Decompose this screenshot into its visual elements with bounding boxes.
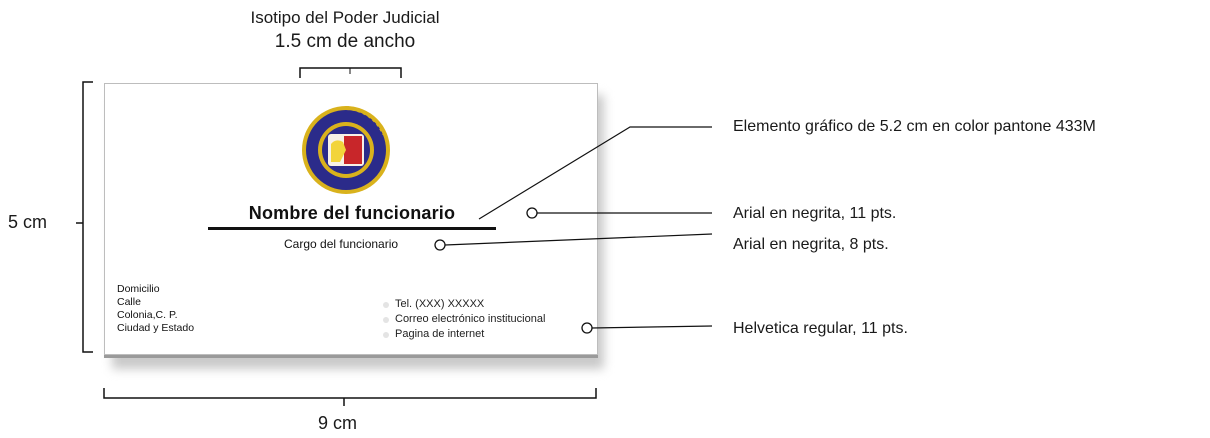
logo-ring-lettering [345, 106, 386, 135]
isotipo-width-label: 1.5 cm de ancho [274, 31, 416, 52]
graphic-element-label: Elemento gráfico de 5.2 cm en color pant… [733, 118, 1096, 135]
name-rule [208, 227, 496, 230]
cargo-font-label: Arial en negrita, 8 pts. [733, 236, 889, 253]
width-label: 9 cm [318, 413, 358, 433]
address-line-ciudad: Ciudad y Estado [117, 322, 195, 334]
contact-font-leader [591, 325, 713, 329]
address-line-calle: Calle [117, 296, 141, 308]
contact-phone: Tel. (XXX) XXXXX [395, 298, 485, 310]
name-font-label: Arial en negrita, 11 pts. [733, 205, 897, 222]
address-line-colonia: Colonia,C. P. [117, 309, 178, 321]
contact-font-label: Helvetica regular, 11 pts. [733, 320, 908, 337]
width-bracket [103, 388, 597, 399]
email-icon [383, 317, 389, 323]
height-label: 5 cm [8, 212, 48, 232]
funcionario-name: Nombre del funcionario [248, 203, 456, 223]
graphic-element-leader [478, 126, 712, 220]
card-bottom-edge [104, 352, 598, 358]
web-icon [383, 332, 389, 338]
logo-yellow-shape [331, 140, 346, 162]
cargo-font-leader [444, 233, 713, 246]
contact-website: Pagina de internet [395, 328, 485, 340]
contact-email: Correo electrónico institucional [395, 313, 546, 325]
isotipo-title-label: Isotipo del Poder Judicial [250, 8, 440, 27]
name-font-marker [526, 207, 538, 219]
poder-judicial-isotipo [302, 106, 390, 194]
contact-font-marker [581, 322, 593, 334]
cargo-font-marker [434, 239, 446, 251]
address-line-domicilio: Domicilio [117, 283, 160, 295]
phone-icon [383, 302, 389, 308]
logo-red-block [344, 136, 362, 164]
funcionario-cargo: Cargo del funcionario [284, 237, 399, 251]
height-bracket [82, 81, 93, 353]
